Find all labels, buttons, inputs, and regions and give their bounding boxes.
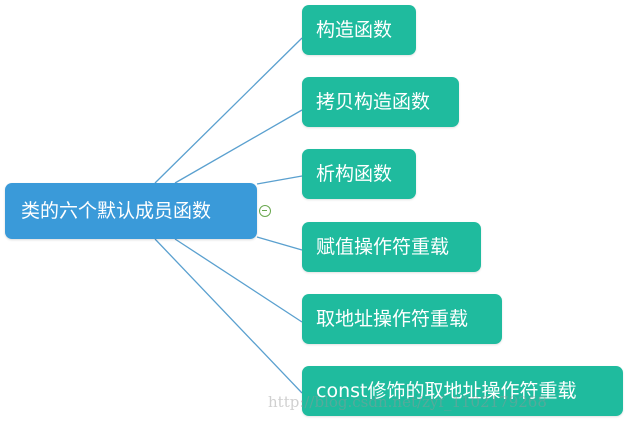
root-node-label: 类的六个默认成员函数 (21, 199, 212, 222)
root-node[interactable]: 类的六个默认成员函数 (5, 183, 257, 239)
connector-destructor (256, 175, 303, 185)
child-node-assignment-operator[interactable]: 赋值操作符重载 (302, 222, 481, 272)
collapse-minus-icon[interactable] (259, 205, 271, 217)
child-node-destructor[interactable]: 析构函数 (302, 149, 416, 199)
connector-constructor (154, 37, 303, 184)
connector-const-address-operator (154, 238, 303, 394)
child-node-copy-constructor[interactable]: 拷贝构造函数 (302, 77, 459, 127)
connector-copy-constructor (174, 109, 303, 184)
child-node-label: 构造函数 (316, 18, 393, 41)
child-node-label: 拷贝构造函数 (316, 90, 431, 113)
child-node-address-operator[interactable]: 取地址操作符重载 (302, 294, 502, 344)
connector-address-operator (174, 238, 303, 323)
child-node-const-address-operator[interactable]: const修饰的取地址操作符重载 (302, 366, 623, 416)
connector-assignment-operator (256, 236, 303, 251)
child-node-label: const修饰的取地址操作符重载 (316, 379, 577, 402)
child-node-label: 析构函数 (316, 162, 393, 185)
child-node-label: 赋值操作符重载 (316, 235, 450, 258)
child-node-label: 取地址操作符重载 (316, 307, 469, 330)
child-node-constructor[interactable]: 构造函数 (302, 5, 416, 55)
